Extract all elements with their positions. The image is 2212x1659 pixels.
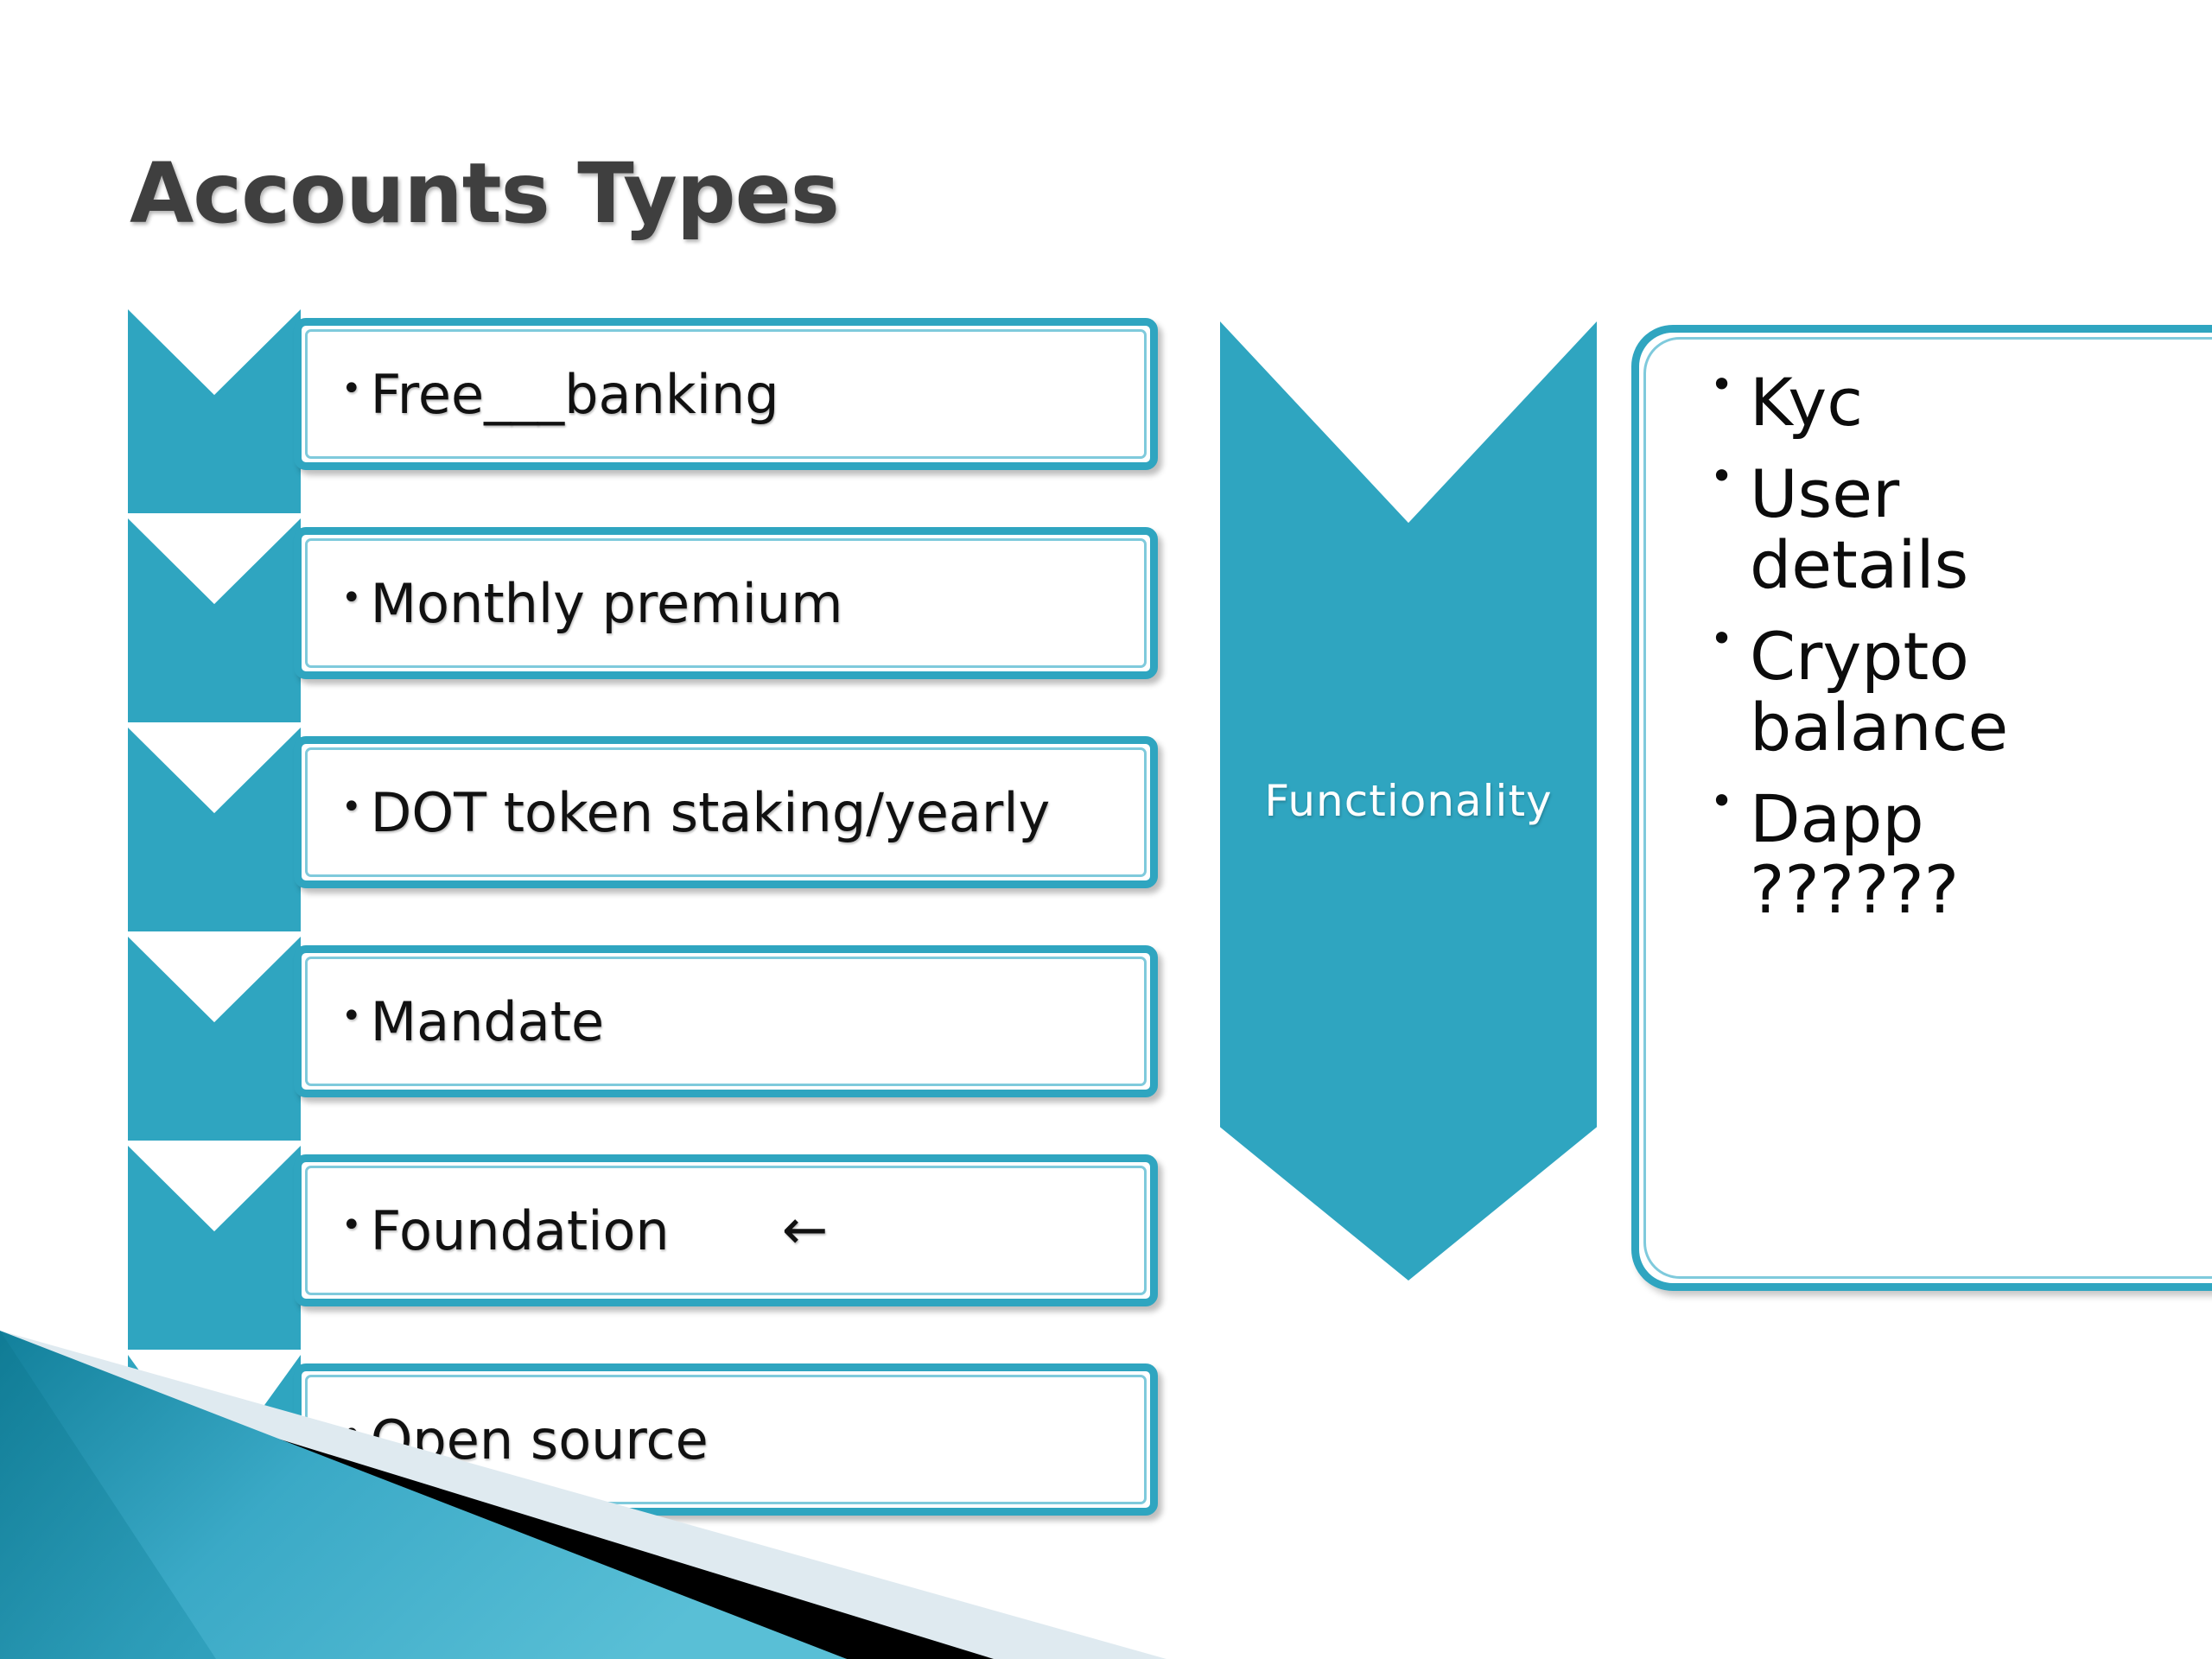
step-text-row: • Open source	[341, 1371, 1124, 1508]
bullet-icon: •	[341, 996, 362, 1036]
bullet-icon: •	[341, 578, 362, 618]
chevron-column	[128, 309, 301, 1640]
list-item: Dapp ??????	[1703, 780, 2121, 925]
list-item: Kyc	[1703, 364, 2121, 438]
step-box-mandate[interactable]: • Mandate	[294, 945, 1158, 1097]
page-title: Accounts Types	[130, 145, 840, 242]
functionality-label: Functionality	[1264, 776, 1553, 826]
bullet-icon: •	[341, 1414, 362, 1454]
step-box-monthly-premium[interactable]: • Monthly premium	[294, 527, 1158, 679]
list-item: User details	[1703, 455, 2121, 601]
step-box-foundation[interactable]: • Foundation ←	[294, 1154, 1158, 1306]
step-label: Mandate	[370, 989, 605, 1053]
step-label: Open source	[370, 1408, 709, 1471]
chevron-arrow-3	[128, 728, 301, 931]
step-text-row: • Mandate	[341, 953, 1124, 1090]
step-label: Free___banking	[370, 362, 779, 426]
step-text-row: • Foundation ←	[341, 1162, 1124, 1299]
chevron-arrow-6	[128, 1355, 301, 1640]
step-box-open-source[interactable]: • Open source	[294, 1363, 1158, 1516]
chevron-arrow-2	[128, 518, 301, 722]
chevron-arrow-5	[128, 1146, 301, 1350]
chevron-arrow-1	[128, 309, 301, 513]
left-arrow-icon: ←	[781, 1198, 829, 1262]
functionality-details-panel[interactable]: Kyc User details Crypto balance Dapp ???…	[1631, 325, 2212, 1291]
step-text-row: • DOT token staking/yearly	[341, 744, 1124, 880]
step-label: DOT token staking/yearly	[370, 780, 1051, 844]
step-box-free-banking[interactable]: • Free___banking	[294, 318, 1158, 470]
bullet-icon: •	[341, 369, 362, 409]
step-box-dot-token-staking[interactable]: • DOT token staking/yearly	[294, 736, 1158, 888]
list-item: Crypto balance	[1703, 618, 2121, 763]
functionality-details-list: Kyc User details Crypto balance Dapp ???…	[1703, 364, 2212, 947]
step-label: Monthly premium	[370, 571, 843, 635]
step-text-row: • Monthly premium	[341, 535, 1124, 671]
bullet-icon: •	[341, 1205, 362, 1245]
chevron-arrow-4	[128, 937, 301, 1141]
step-label: Foundation	[370, 1198, 670, 1262]
step-text-row: • Free___banking	[341, 326, 1124, 462]
bullet-icon: •	[341, 787, 362, 827]
